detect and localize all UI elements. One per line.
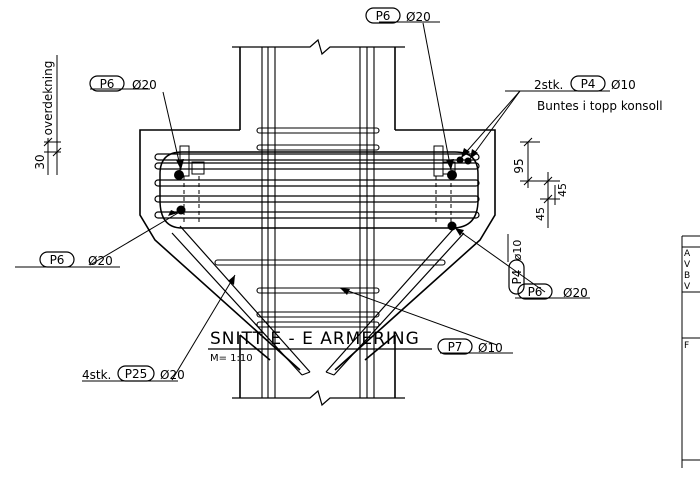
p25-diagonal-bars: [171, 225, 465, 376]
label-p25-dim: Ø20: [160, 368, 185, 382]
label-p6-lower-left-tag: P6: [50, 253, 65, 267]
label-p6-lower-left-dim: Ø20: [88, 254, 113, 268]
section-title: SNITT E - E ARMERING: [210, 329, 420, 349]
title-block: [681, 235, 700, 468]
p7-stirrup: [214, 259, 446, 266]
label-tag-p6-left: P6 Ø20: [89, 75, 157, 92]
titleblock-letter-3: B: [684, 271, 690, 281]
label-p7-dim: Ø10: [478, 341, 503, 355]
leader-lines: [15, 21, 610, 382]
label-tag-p25: 4stk. P25 Ø20: [82, 365, 185, 382]
dim-45b: 45: [556, 183, 569, 197]
label-p6-lower-right-tag: P6: [528, 285, 543, 299]
titleblock-letter-2: V: [684, 260, 691, 270]
column-vertical-bars: [261, 47, 375, 398]
label-p4-note: Buntes i topp konsoll: [537, 99, 663, 113]
label-p4-tag: P4: [581, 77, 596, 91]
dimension-right: [520, 137, 560, 228]
label-p25-tag: P25: [125, 367, 148, 381]
titleblock-row2: F: [684, 341, 689, 351]
label-tag-p7: P7 Ø10: [437, 338, 503, 355]
cover-label: overdekning: [41, 61, 55, 136]
cover-dimension: [43, 55, 62, 175]
label-tag-p4: 2stk. P4 Ø10 Buntes i topp konsoll: [534, 75, 663, 113]
stirrup-dashes: [183, 176, 452, 222]
label-tag-p6-lower-left: P6 Ø20: [39, 251, 113, 268]
bar-sections: [174, 156, 472, 231]
label-p25-count: 4stk.: [82, 368, 111, 382]
label-p4-count: 2stk.: [534, 78, 563, 92]
dim-45a: 45: [534, 207, 547, 221]
titleblock-letter-1: A: [684, 249, 691, 259]
label-p4-dim: Ø10: [611, 78, 636, 92]
section-scale: M= 1:10: [210, 353, 253, 364]
leader-arrows: [168, 148, 478, 295]
cover-value: 30: [33, 154, 47, 169]
dim-95: 95: [512, 158, 526, 173]
concrete-outline: [139, 38, 496, 407]
label-p6-left-tag: P6: [100, 77, 115, 91]
column-stirrups: [256, 127, 380, 328]
label-tag-p6-lower-right: P6 Ø20: [517, 283, 588, 300]
corbel-horizontal-bars: [154, 153, 480, 219]
titleblock-letter-4: V: [684, 282, 691, 292]
label-p6-left-dim: Ø20: [132, 78, 157, 92]
label-tag-p6-top: P6 Ø20: [365, 7, 431, 24]
label-p4-vertical-tag: P4: [510, 270, 524, 285]
label-p7-tag: P7: [448, 340, 463, 354]
label-p6-top-dim: Ø20: [406, 10, 431, 24]
label-p4-vertical-dim: ø10: [511, 240, 524, 261]
label-p6-top-tag: P6: [376, 9, 391, 23]
label-tag-p4-vertical: P4 ø10: [507, 234, 525, 295]
label-p6-lower-right-dim: Ø20: [563, 286, 588, 300]
